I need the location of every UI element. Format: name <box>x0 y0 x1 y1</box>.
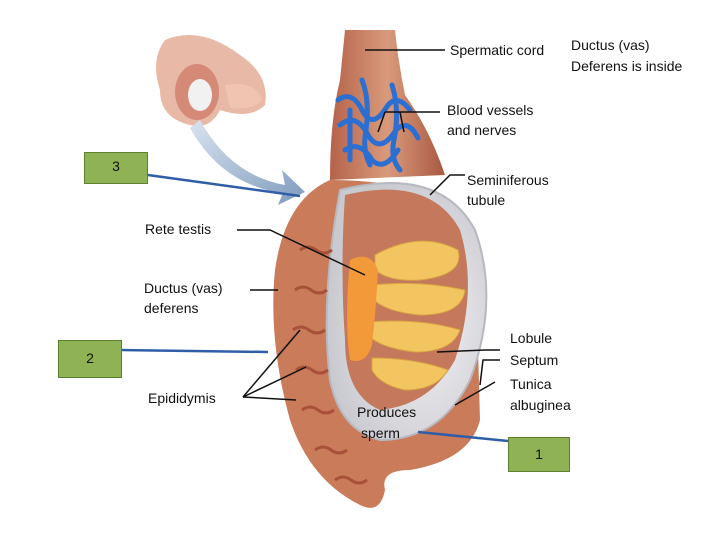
label-produces-line1: Produces <box>357 404 417 420</box>
label-rete-testis: Rete testis <box>145 221 212 237</box>
label-tunica-line1: Tunica <box>510 376 552 392</box>
label-epididymis: Epididymis <box>148 390 216 406</box>
label-septum: Septum <box>510 352 559 368</box>
label-spermatic-cord: Spermatic cord <box>450 42 545 58</box>
leader-lines <box>237 49 500 406</box>
box-pointers <box>121 173 509 443</box>
label-blood-vessels-line2: and nerves <box>447 122 517 138</box>
label-seminiferous-line2: tubule <box>467 192 506 208</box>
pointer-arrow <box>190 120 305 205</box>
blood-vessels-shape <box>335 77 421 173</box>
epididymis-coils <box>292 245 368 485</box>
label-produces-line2: sperm <box>361 425 400 441</box>
label-seminiferous-line1: Seminiferous <box>467 172 549 188</box>
answer-box-3[interactable]: 3 <box>84 152 148 184</box>
label-lobule: Lobule <box>510 330 553 346</box>
label-blood-vessels-line1: Blood vessels <box>447 102 534 118</box>
label-ductus-inside-line1: Ductus (vas) <box>571 37 650 53</box>
label-ductus-inside-line2: Deferens is inside <box>571 58 683 74</box>
seminiferous-tubules-shape <box>367 240 466 391</box>
label-ductus-deferens-line2: deferens <box>144 300 199 316</box>
answer-box-2[interactable]: 2 <box>58 340 122 378</box>
inset-anatomy <box>156 35 266 126</box>
label-ductus-deferens-line1: Ductus (vas) <box>144 280 223 296</box>
label-tunica-line2: albuginea <box>510 397 571 413</box>
answer-box-1[interactable]: 1 <box>508 437 570 472</box>
rete-testis-shape <box>347 256 378 361</box>
